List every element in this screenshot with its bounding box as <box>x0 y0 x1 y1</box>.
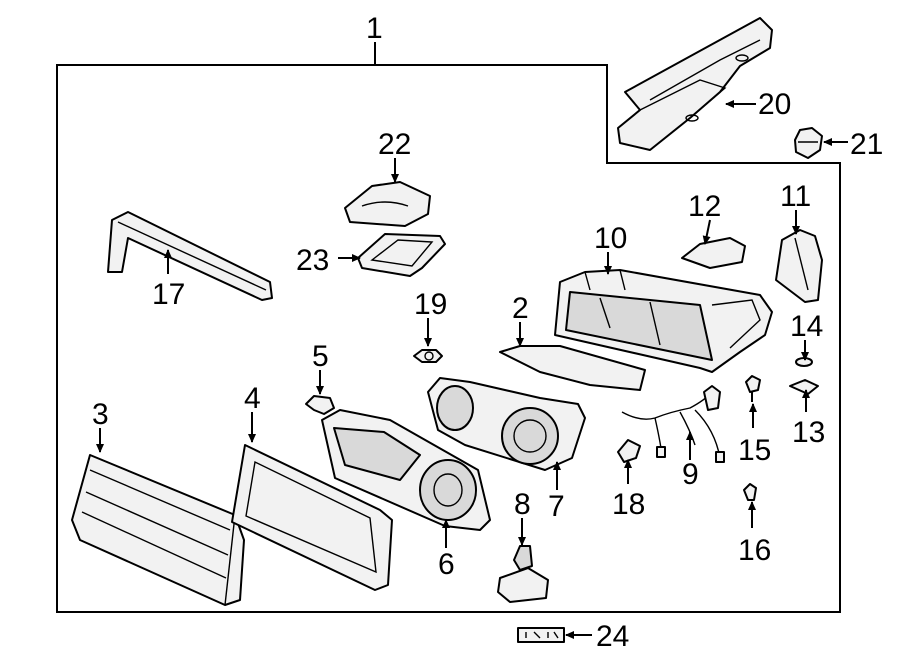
callout-9: 9 <box>682 458 699 491</box>
callout-11: 11 <box>780 180 811 213</box>
callout-10: 10 <box>594 222 627 255</box>
part-12-bracket <box>681 237 746 269</box>
part-23-bracket <box>357 233 446 277</box>
callout-14: 14 <box>790 310 823 343</box>
part-20-cover-panel <box>617 17 773 151</box>
callout-8: 8 <box>514 488 531 521</box>
part-11-side-bracket <box>775 229 823 303</box>
callout-22: 22 <box>378 128 411 161</box>
callout-3: 3 <box>92 398 109 431</box>
part-8-socket <box>497 545 549 603</box>
part-6-bezel <box>321 409 491 531</box>
assembly-boundary <box>56 64 841 613</box>
part-3-lens <box>71 454 245 606</box>
part-2-trim-plate <box>499 345 646 391</box>
callout-19: 19 <box>414 288 447 321</box>
part-19-pin <box>413 349 443 363</box>
callout-1: 1 <box>366 12 383 45</box>
callout-17: 17 <box>152 278 185 311</box>
part-7-reflector <box>427 377 586 471</box>
part-22-cap <box>344 181 431 227</box>
part-10-housing <box>554 269 773 373</box>
part-18-bulb <box>617 439 641 463</box>
callout-21: 21 <box>850 128 883 161</box>
callout-6: 6 <box>438 548 455 581</box>
leader-lines <box>96 100 848 639</box>
callout-15: 15 <box>738 434 771 467</box>
part-5-clip <box>305 395 335 415</box>
callout-4: 4 <box>244 382 261 415</box>
callout-12: 12 <box>688 190 721 223</box>
callout-18: 18 <box>612 488 645 521</box>
callout-20: 20 <box>758 88 791 121</box>
part-16-clip <box>743 483 757 501</box>
callout-23: 23 <box>296 244 329 277</box>
part-9-wiring-harness <box>621 385 725 463</box>
callout-24: 24 <box>596 620 629 653</box>
part-24-label <box>517 627 565 643</box>
callout-5: 5 <box>312 340 329 373</box>
part-17-seal <box>107 211 273 301</box>
part-4-gasket <box>231 444 393 591</box>
part-15-screw <box>745 375 761 402</box>
part-13-clip <box>789 379 819 395</box>
callout-13: 13 <box>792 416 825 449</box>
callout-16: 16 <box>738 534 771 567</box>
callout-2: 2 <box>512 292 529 325</box>
part-21-clip <box>794 127 823 159</box>
callout-7: 7 <box>548 490 565 523</box>
